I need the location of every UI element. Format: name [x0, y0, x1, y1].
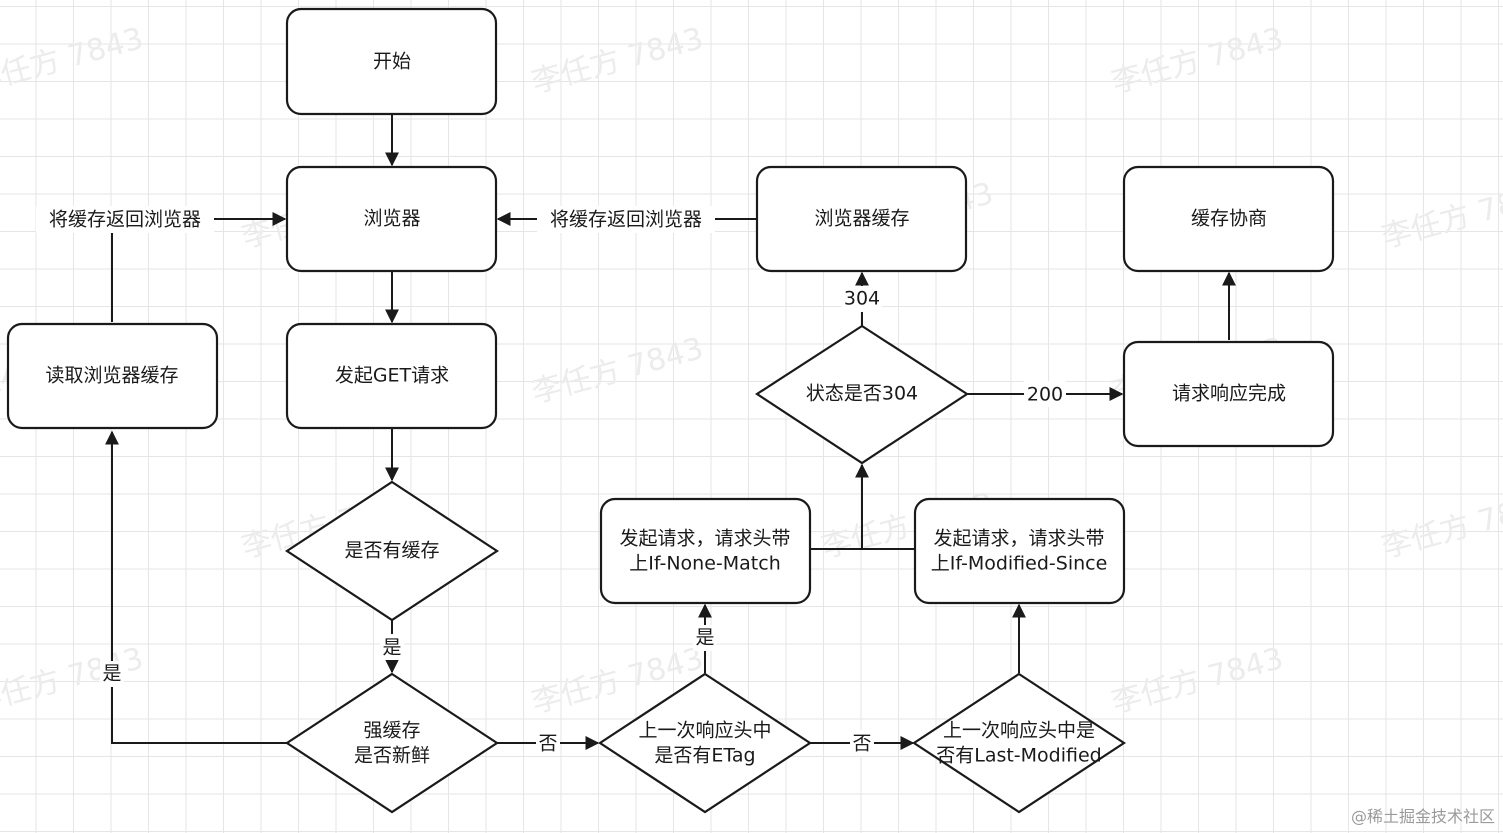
node-start: 开始 — [285, 7, 498, 116]
node-etag: 上一次响应头中 是否有ETag — [597, 672, 813, 814]
label-return-right: 将缓存返回浏览器 — [550, 209, 702, 231]
node-fresh: 强缓存 是否新鲜 — [284, 672, 500, 814]
watermark: 李任方 7843 — [1108, 641, 1287, 720]
label-no-etag: 否 — [852, 733, 871, 755]
node-browser: 浏览器 — [285, 165, 498, 273]
node-browser-text: 浏览器 — [363, 208, 420, 230]
node-response-done-text: 请求响应完成 — [1172, 383, 1286, 405]
label-no-fresh: 否 — [538, 733, 557, 755]
edge-fresh-yes-to-read-cache — [105, 430, 287, 744]
node-response-done: 请求响应完成 — [1122, 340, 1335, 448]
node-fresh-line2: 是否新鲜 — [354, 745, 430, 767]
label-304: 304 — [844, 288, 880, 310]
node-etag-line1: 上一次响应头中 — [638, 720, 771, 742]
node-browser-cache-text: 浏览器缓存 — [814, 208, 909, 230]
node-inm-line2: 上If-None-Match — [629, 553, 781, 575]
node-start-text: 开始 — [373, 51, 411, 73]
label-yes-has-cache: 是 — [382, 637, 401, 659]
credit-watermark: @稀土掘金技术社区 — [1350, 807, 1495, 826]
node-has-cache: 是否有缓存 — [284, 480, 500, 622]
node-read-cache: 读取浏览器缓存 — [6, 322, 219, 430]
node-negotiation-text: 缓存协商 — [1191, 208, 1267, 230]
label-200: 200 — [1027, 384, 1063, 406]
node-get-request: 发起GET请求 — [285, 322, 498, 430]
node-status-304-text: 状态是否304 — [806, 383, 918, 405]
label-yes-etag: 是 — [695, 627, 714, 649]
edge-labels: 将缓存返回浏览器 将缓存返回浏览器 是 是 否 是 否 304 200 — [36, 206, 1066, 756]
node-status-304: 状态是否304 — [754, 324, 970, 465]
node-ims-line2: 上If-Modified-Since — [931, 553, 1108, 575]
node-lastmod: 上一次响应头中是 否有Last-Modified — [911, 672, 1127, 814]
node-inm-line1: 发起请求，请求头带 — [619, 528, 790, 550]
node-fresh-line1: 强缓存 — [363, 720, 420, 742]
watermark: 李任方 7843 — [528, 331, 707, 410]
watermark: 李任方 7843 — [1378, 486, 1503, 565]
label-return-left: 将缓存返回浏览器 — [49, 209, 201, 231]
node-lastmod-line1: 上一次响应头中是 — [943, 720, 1095, 742]
node-get-request-text: 发起GET请求 — [335, 365, 449, 387]
watermark: 李任方 7843 — [1108, 21, 1287, 100]
node-negotiation: 缓存协商 — [1122, 165, 1335, 273]
node-browser-cache: 浏览器缓存 — [755, 165, 968, 273]
watermark: 李任方 7843 — [528, 21, 707, 100]
node-read-cache-text: 读取浏览器缓存 — [45, 365, 178, 387]
node-lastmod-line2: 否有Last-Modified — [936, 745, 1102, 767]
node-etag-line2: 是否有ETag — [654, 745, 755, 767]
node-ims-line1: 发起请求，请求头带 — [933, 528, 1104, 550]
node-request-if-none-match: 发起请求，请求头带 上If-None-Match — [599, 497, 812, 605]
node-has-cache-text: 是否有缓存 — [344, 540, 439, 562]
watermark: 李任方 7843 — [0, 641, 147, 720]
node-request-if-modified-since: 发起请求，请求头带 上If-Modified-Since — [913, 497, 1126, 605]
watermark: 李任方 7843 — [1378, 176, 1503, 255]
watermark: 李任方 7843 — [0, 21, 147, 100]
label-yes-fresh: 是 — [102, 663, 121, 685]
